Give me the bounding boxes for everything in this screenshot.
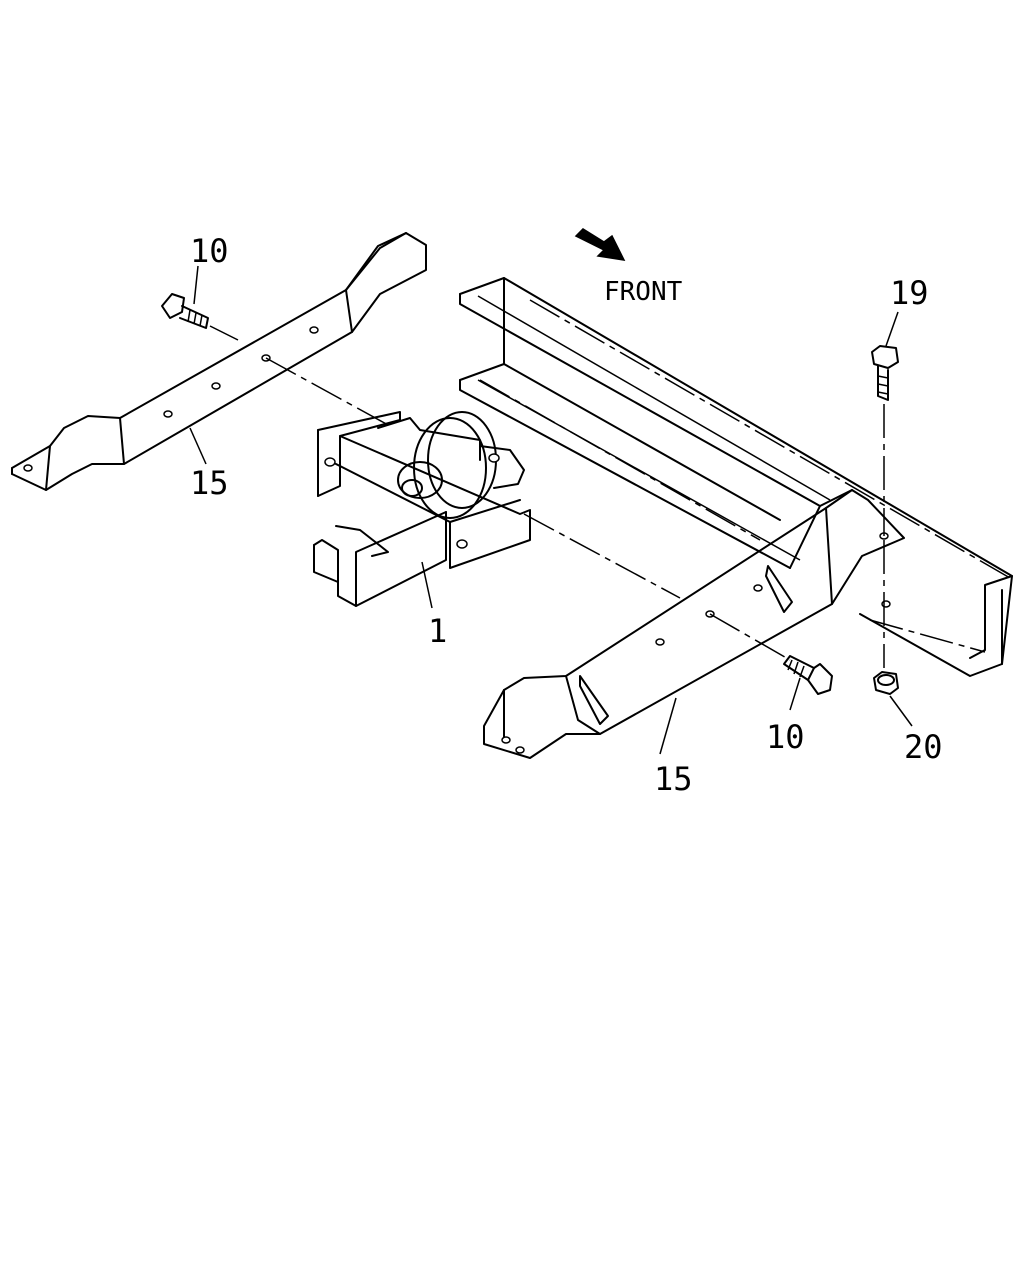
- bolt-right-icon: [783, 655, 833, 695]
- leader-lines: [189, 265, 913, 755]
- bolt-left-icon: [161, 293, 209, 329]
- front-arrow-icon: [574, 228, 626, 261]
- callout-winch: 1: [428, 612, 447, 650]
- callout-bracket-right: 15: [654, 760, 693, 798]
- winch-assembly: [313, 411, 531, 607]
- frame-rail: [459, 277, 1013, 677]
- bolt-19-icon: [871, 345, 899, 401]
- callout-bolt-left: 10: [190, 232, 229, 270]
- bracket-left: [11, 232, 427, 491]
- bracket-right: [483, 489, 905, 759]
- callout-bolt-top-right: 19: [890, 274, 929, 312]
- front-label: FRONT: [604, 277, 683, 307]
- nut-20-icon: [873, 671, 899, 695]
- callout-nut: 20: [904, 728, 943, 766]
- callout-bolt-right: 10: [766, 718, 805, 756]
- assembly-lines: [209, 325, 885, 668]
- callout-bracket-left: 15: [190, 464, 229, 502]
